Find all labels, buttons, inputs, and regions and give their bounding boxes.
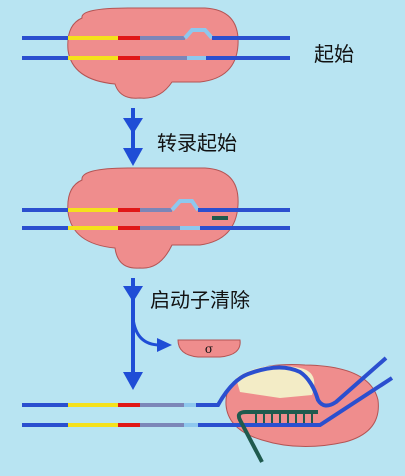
stage-elongation: [22, 356, 394, 463]
sigma-factor: [177, 339, 241, 358]
start-site-bump-top-2: [170, 199, 200, 212]
rna-polymerase-body: [67, 7, 239, 99]
arrow-promoter-clearance: [123, 278, 172, 390]
dna-top-strand-unwound: [196, 356, 388, 408]
rna-polymerase-body-2: [67, 167, 239, 269]
sigma-label: σ: [205, 342, 213, 356]
dna-bottom-strand-template: [198, 376, 394, 427]
nascent-rna: [236, 410, 318, 463]
stage-initiation: [22, 7, 290, 99]
transcription-bubble: [236, 365, 315, 398]
sigma-factor-shape: [177, 339, 241, 358]
start-site-bump-top: [183, 28, 214, 40]
arrow-transcription-initiation: [123, 108, 143, 166]
label-transcription-initiation: 转录起始: [157, 131, 237, 155]
stage-transcription-initiation: [22, 167, 290, 269]
rna-dna-base-pairs: [255, 412, 313, 423]
label-initiation: 起始: [314, 42, 354, 66]
label-promoter-clearance: 启动子清除: [150, 288, 250, 312]
